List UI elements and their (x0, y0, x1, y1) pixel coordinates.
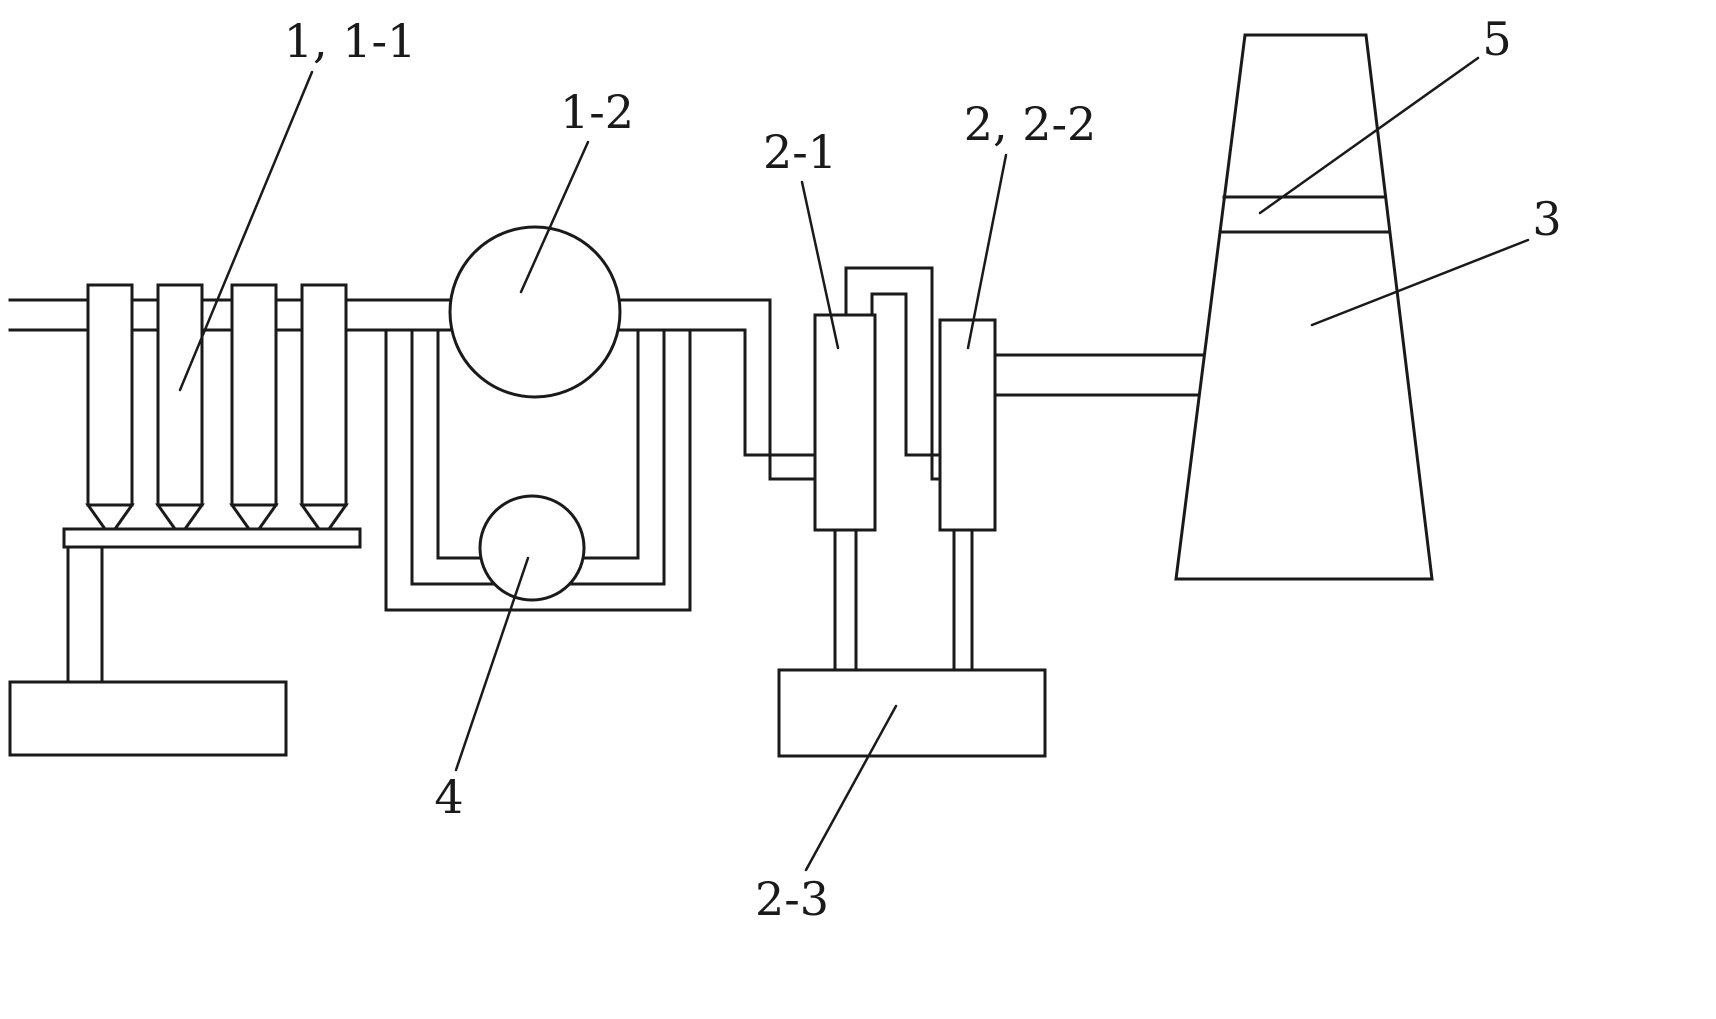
label-2-1: 2-1 (763, 125, 837, 179)
label-2: 2, 2-2 (964, 97, 1097, 151)
leader-line-4 (454, 556, 530, 772)
cooling-tower (1174, 33, 1434, 581)
pipe-to-tower (993, 353, 1210, 397)
leader-line-5 (1258, 56, 1480, 215)
injector-tube-3 (230, 283, 278, 507)
leader-line-2-1 (800, 180, 840, 350)
injector-nozzle-4 (299, 503, 349, 531)
injector-nozzle-3 (229, 503, 279, 531)
collector-plate (62, 527, 362, 549)
leader-line-2-2 (966, 153, 1008, 350)
leader-line-1-2 (519, 140, 590, 294)
label-5: 5 (1482, 12, 1511, 66)
pipe-elbow-outer-line (768, 298, 818, 481)
tower-body (1174, 33, 1434, 581)
label-4: 4 (434, 770, 463, 824)
crossover-pipe-outer-line (844, 266, 942, 481)
component-circle-1-2 (448, 225, 622, 399)
injector-support-leg (66, 545, 104, 684)
vessel-support-legs (833, 528, 974, 672)
injector-nozzle-1 (85, 503, 135, 531)
injector-tube-4 (300, 283, 348, 507)
coil-outer-u-line (384, 328, 692, 612)
crossover-pipe-inner-line (870, 292, 942, 457)
label-2-3: 2-3 (755, 872, 829, 926)
injector-nozzle-2 (155, 503, 205, 531)
label-1-2: 1-2 (560, 85, 634, 139)
pipe-elbow-inner-line (743, 328, 818, 457)
leader-line-1 (178, 70, 314, 392)
injector-tube-1 (86, 283, 134, 507)
leader-line-2-3 (804, 704, 898, 872)
component-circle-4 (478, 494, 586, 602)
leader-line-3 (1310, 238, 1530, 327)
injector-tube-2 (156, 283, 204, 507)
left-base-block (8, 680, 288, 757)
label-1: 1, 1-1 (284, 14, 417, 68)
pipe-elbow-to-vessel-2-1 (743, 298, 818, 481)
pipe-between-vessels (844, 266, 942, 481)
reference-labels: 1, 1-1 1-2 2-1 2, 2-2 5 3 4 2-3 (284, 12, 1562, 926)
leader-lines (178, 56, 1530, 872)
vessel-2-1 (813, 313, 877, 532)
vessel-2-2 (938, 318, 997, 532)
label-3: 3 (1532, 192, 1561, 246)
injector-bank (85, 283, 349, 531)
base-block-2-3 (777, 668, 1047, 758)
